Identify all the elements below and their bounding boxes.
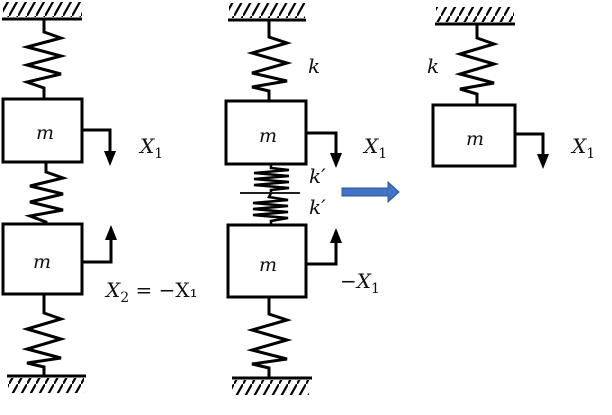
label-k-prime-upper: k′	[309, 164, 326, 188]
label-k: k	[427, 54, 439, 78]
right-arrow	[341, 180, 400, 204]
mass-upper-label: m	[36, 122, 54, 144]
system-split-coupling: k m X1 k′ k′ m −X1	[224, 3, 387, 395]
spring-k	[454, 24, 500, 104]
spring-k-prime-upper	[253, 164, 290, 192]
label-minus-x1: −X1	[340, 269, 380, 297]
displacement-arrow-up	[306, 228, 342, 266]
mass-upper	[431, 103, 517, 168]
spring-upper	[21, 19, 67, 98]
ground-top	[2, 2, 82, 21]
mass-upper	[224, 99, 308, 166]
label-x2-equals-minus-x1: X2 = −X₁	[104, 278, 198, 306]
mass-lower	[226, 223, 308, 299]
ground-top	[435, 7, 515, 26]
spring-k	[246, 20, 293, 100]
spring-lower	[246, 297, 293, 377]
label-k-prime-lower: k′	[309, 195, 326, 219]
ground-bottom	[232, 376, 312, 395]
displacement-arrow-down	[306, 131, 342, 168]
ground-bottom	[7, 374, 86, 393]
displacement-arrow-down	[82, 128, 116, 166]
system-original: m X1 m X2 = −X₁	[1, 2, 198, 393]
label-k: k	[308, 54, 320, 78]
mass-lower	[1, 222, 84, 296]
label-x1: X1	[138, 134, 163, 162]
mass-upper-label: m	[259, 125, 277, 147]
spring-coupling	[24, 162, 69, 224]
spring-k-prime-lower	[252, 192, 289, 224]
mass-lower-label: m	[259, 254, 277, 276]
displacement-arrow-down	[515, 132, 549, 169]
mass-lower-label: m	[33, 251, 51, 273]
mass-upper-label: m	[466, 128, 484, 150]
ground-top	[228, 3, 306, 22]
displacement-arrow-up	[82, 225, 117, 264]
label-x1: X1	[570, 134, 595, 162]
system-decoupled: k m X1 points="478,166 478,170 497,173 4…	[427, 7, 595, 169]
label-x1: X1	[362, 134, 387, 162]
spring-lower	[21, 294, 67, 375]
